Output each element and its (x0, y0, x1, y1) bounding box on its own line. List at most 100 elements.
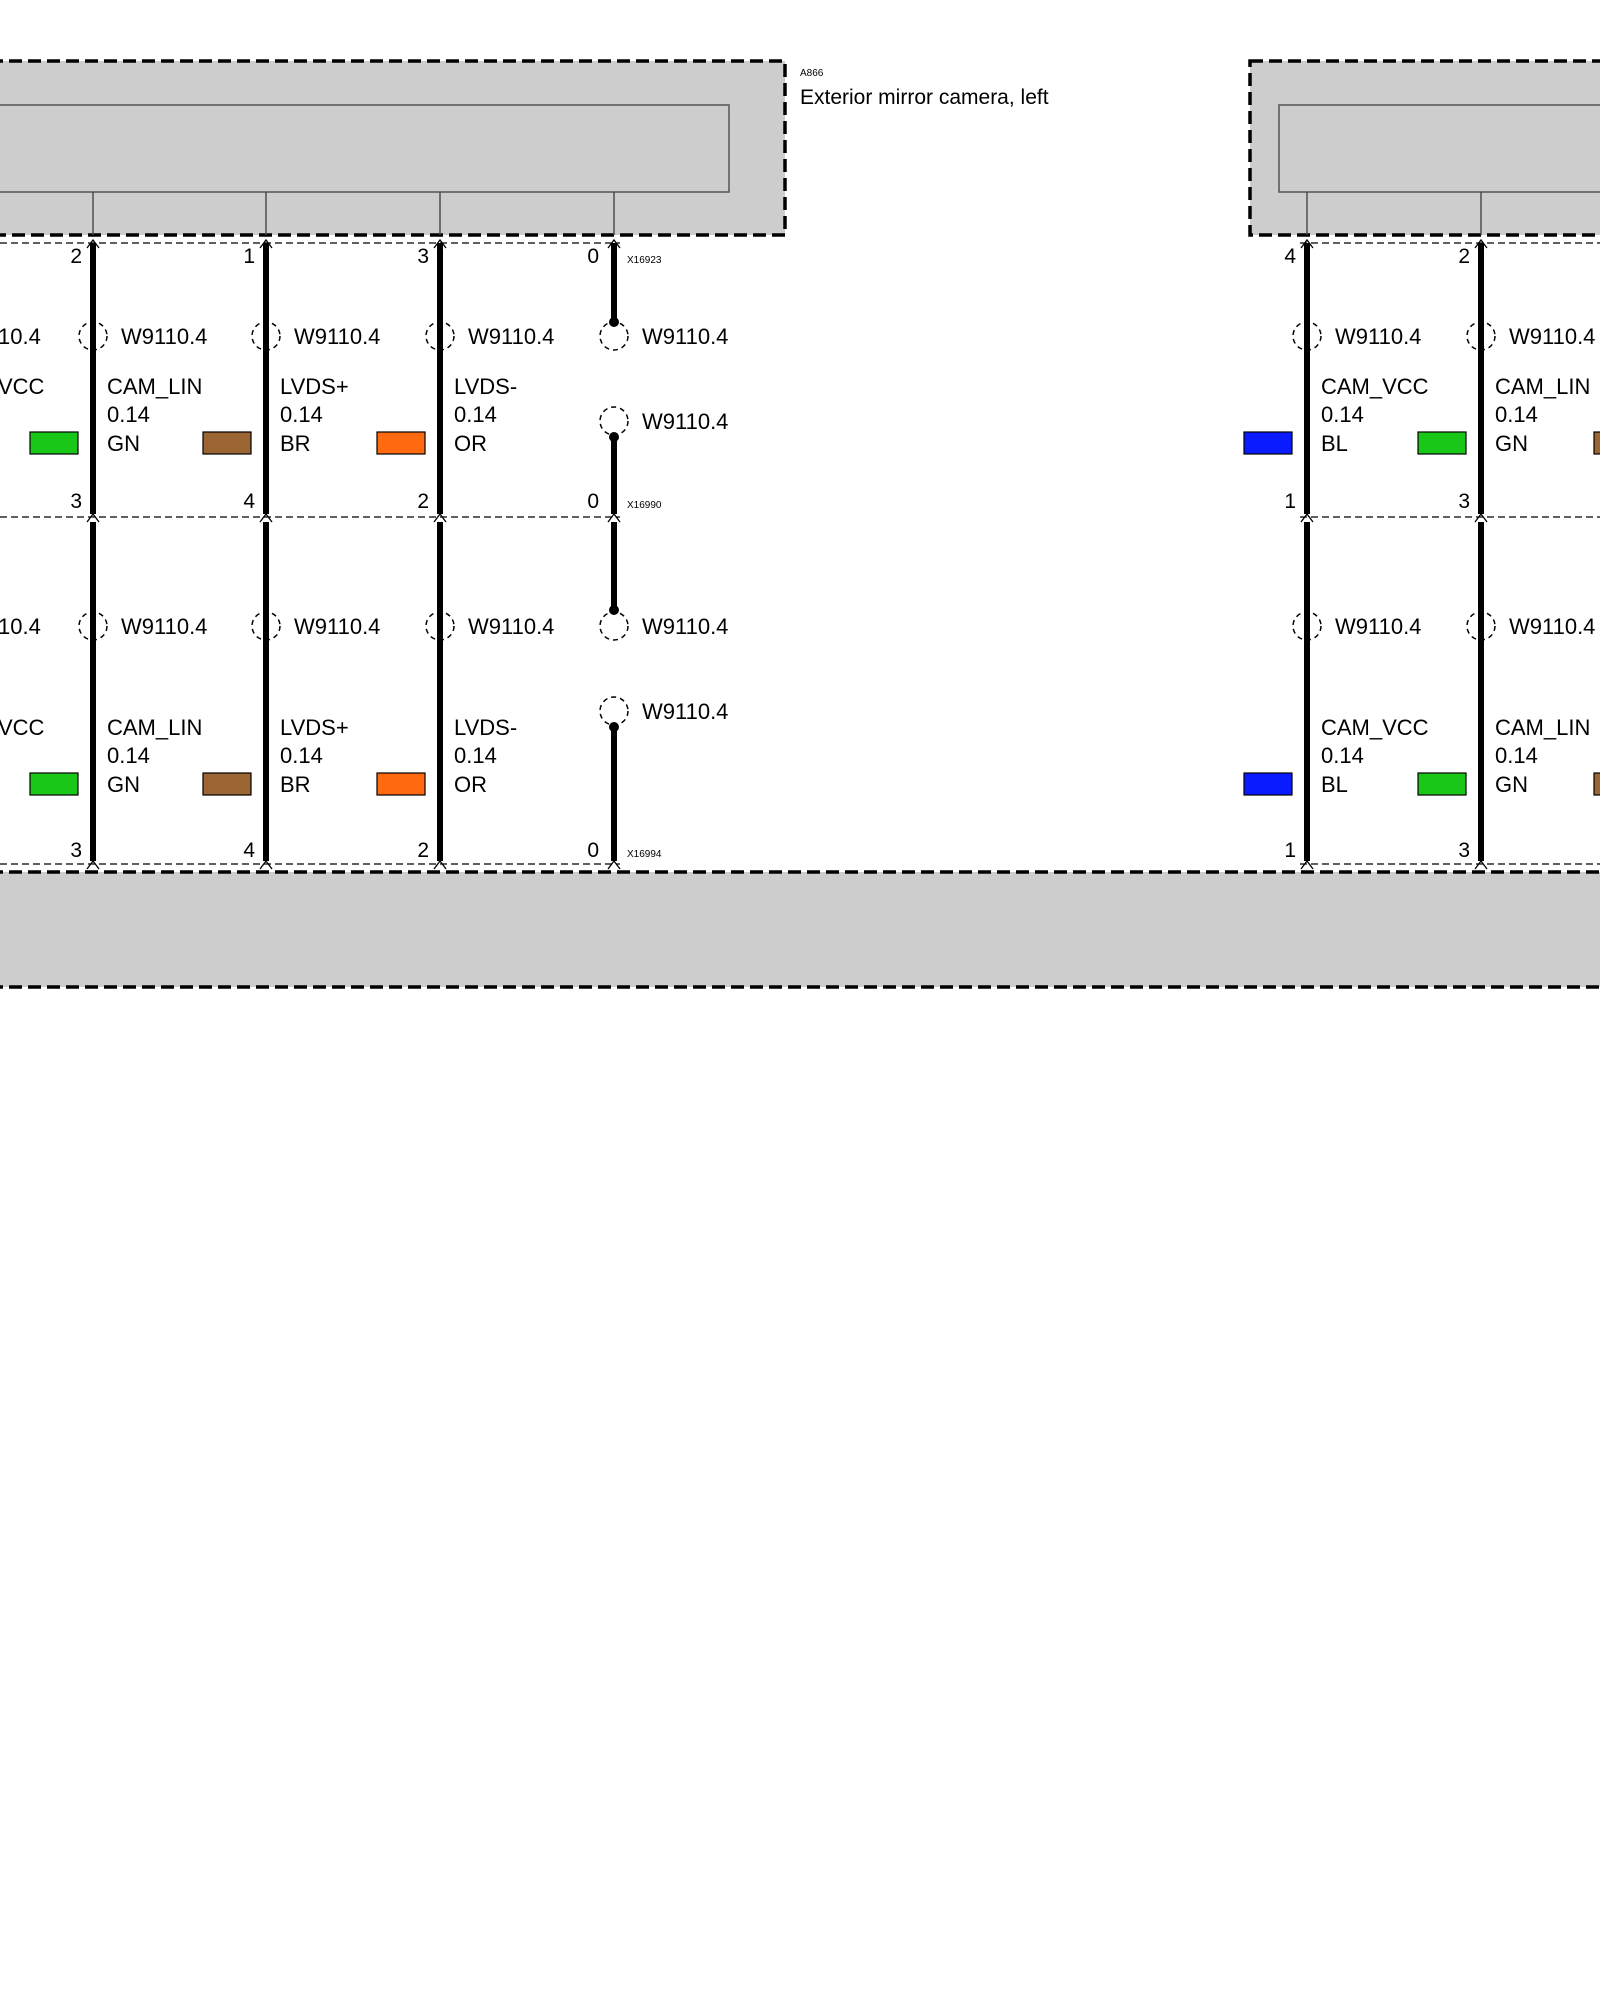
clipped-signal-0: VCC (0, 374, 45, 399)
right-wire-3-swatch-1 (1593, 772, 1600, 796)
left-wire-2-pin-mark-0 (259, 238, 273, 249)
component-name: Exterior mirror camera, left (800, 86, 1049, 109)
left-wire-2-pin-mark-2 (259, 859, 273, 870)
wire-group: W9110.4W9110.4233CAM_LIN0.14GNCAM_LIN0.1… (0, 192, 1600, 870)
right-wire-2-pin-mid: 3 (1458, 490, 1470, 513)
left-wire-3-signal-0: LVDS- (454, 374, 517, 399)
left-wire-3-size-1: 0.14 (454, 743, 497, 768)
left-wire-2-color-code-1: BR (280, 772, 311, 797)
right-wire-2-pin-top: 2 (1458, 245, 1470, 268)
left-wire-2-size-0: 0.14 (280, 402, 323, 427)
right-wire-2-shield-label-1: W9110.4 (1509, 614, 1595, 639)
left-wire-3-pin-mark-0 (433, 238, 447, 249)
left-wire-2-shield-circle-0 (251, 321, 281, 351)
shield-wire-pin-mid: 0 (587, 490, 599, 513)
left-wire-2-shield-label-0: W9110.4 (294, 324, 380, 349)
left-wire-2-shield-circle-1 (251, 611, 281, 641)
clipped-signal-1: VCC (0, 715, 45, 740)
shield-wire-circle-3 (599, 611, 629, 641)
left-wire-3-pin-top: 3 (417, 245, 429, 268)
right-wire-1-shield-circle-1 (1292, 611, 1322, 641)
right-wire-2-pin-bottom: 3 (1458, 839, 1470, 862)
left-wire-1-signal-1: CAM_LIN (107, 715, 202, 740)
component-box-bottom (0, 870, 1600, 989)
right-wire-2-pin-mark-1 (1474, 512, 1488, 523)
right-wire-2-color-code-1: GN (1495, 772, 1528, 797)
right-wire-1-pin-bottom: 1 (1284, 839, 1296, 862)
right-wire-2-shield-circle-0 (1466, 321, 1496, 351)
left-wire-3-pin-mark-1 (433, 512, 447, 523)
right-wire-2-signal-0: CAM_LIN (1495, 374, 1590, 399)
right-wire-2-pin-mark-2 (1474, 859, 1488, 870)
left-wire-2-swatch-0 (202, 431, 252, 455)
left-wire-2-size-1: 0.14 (280, 743, 323, 768)
right-wire-1-color-code-1: BL (1321, 772, 1348, 797)
left-wire-2-shield-label-1: W9110.4 (294, 614, 380, 639)
shield-wire-circle-1 (599, 321, 629, 351)
right-wire-1-color-code-0: BL (1321, 431, 1348, 456)
left-wire-1-size-1: 0.14 (107, 743, 150, 768)
left-wire-2-pin-top: 1 (243, 245, 255, 268)
left-wire-3-pin-bottom: 2 (417, 839, 429, 862)
right-wire-3-swatch-0 (1593, 431, 1600, 455)
left-wire-1-signal-0: CAM_LIN (107, 374, 202, 399)
right-wire-1-shield-circle-0 (1292, 321, 1322, 351)
connector-label-mid: X16990 (627, 500, 662, 511)
clipped-shield-label-0: 10.4 (0, 324, 41, 349)
left-wire-3-pin-mid: 2 (417, 490, 429, 513)
right-wire-1-size-0: 0.14 (1321, 402, 1364, 427)
left-wire-1-swatch-1 (29, 772, 79, 796)
shield-wire-pin-mark-1 (607, 512, 621, 523)
left-wire-2-swatch-1 (202, 772, 252, 796)
left-wire-2-signal-0: LVDS+ (280, 374, 349, 399)
right-wire-1-signal-1: CAM_VCC (1321, 715, 1429, 740)
component-inner-right (1278, 104, 1600, 193)
shield-wire-pin-top: 0 (587, 245, 599, 268)
left-wire-2-pin-bottom: 4 (243, 839, 255, 862)
clipped-shield-label-1: 10.4 (0, 614, 41, 639)
left-wire-1-color-code-0: GN (107, 431, 140, 456)
right-wire-2-swatch-1 (1417, 772, 1467, 796)
left-wire-1-swatch-0 (29, 431, 79, 455)
right-wire-1-pin-mid: 1 (1284, 490, 1296, 513)
left-wire-1-pin-bottom: 3 (70, 839, 82, 862)
right-wire-1-pin-mark-1 (1300, 512, 1314, 523)
left-wire-3-size-0: 0.14 (454, 402, 497, 427)
right-wire-2-size-1: 0.14 (1495, 743, 1538, 768)
right-wire-1-pin-mark-2 (1300, 859, 1314, 870)
shield-wire-pin-mark-2 (607, 859, 621, 870)
right-wire-2-signal-1: CAM_LIN (1495, 715, 1590, 740)
left-wire-1-pin-mark-2 (86, 859, 100, 870)
left-wire-3-swatch-0 (376, 431, 426, 455)
shield-wire-dot-3 (609, 605, 619, 615)
shield-wire-pin-bottom: 0 (587, 839, 599, 862)
left-wire-3-color-code-1: OR (454, 772, 487, 797)
right-wire-1-pin-top: 4 (1284, 245, 1296, 268)
right-wire-2-shield-circle-1 (1466, 611, 1496, 641)
left-wire-1-shield-label-1: W9110.4 (121, 614, 207, 639)
left-wire-1-pin-mid: 3 (70, 490, 82, 513)
right-wire-1-swatch-1 (1243, 772, 1293, 796)
left-wire-2-color-code-0: BR (280, 431, 311, 456)
left-wire-3-shield-label-0: W9110.4 (468, 324, 554, 349)
left-wire-3-shield-circle-1 (425, 611, 455, 641)
right-wire-1-signal-0: CAM_VCC (1321, 374, 1429, 399)
left-wire-3-color-code-0: OR (454, 431, 487, 456)
left-wire-1-shield-circle-1 (78, 611, 108, 641)
right-wire-2-color-code-0: GN (1495, 431, 1528, 456)
right-wire-1-shield-label-0: W9110.4 (1335, 324, 1421, 349)
right-wire-2-shield-label-0: W9110.4 (1509, 324, 1595, 349)
shield-wire-circle-2 (599, 406, 629, 436)
left-wire-3-signal-1: LVDS- (454, 715, 517, 740)
shield-wire-label-2: W9110.4 (642, 409, 728, 434)
left-wire-3-shield-label-1: W9110.4 (468, 614, 554, 639)
connector-label-top: X16923 (627, 255, 662, 266)
left-wire-1-pin-top: 2 (70, 245, 82, 268)
connector-label-bottom: X16994 (627, 849, 662, 860)
right-wire-2-swatch-0 (1417, 431, 1467, 455)
shield-wire-label-4: W9110.4 (642, 699, 728, 724)
left-wire-1-shield-label-0: W9110.4 (121, 324, 207, 349)
component-id: A866 (800, 68, 824, 79)
right-wire-1-size-1: 0.14 (1321, 743, 1364, 768)
